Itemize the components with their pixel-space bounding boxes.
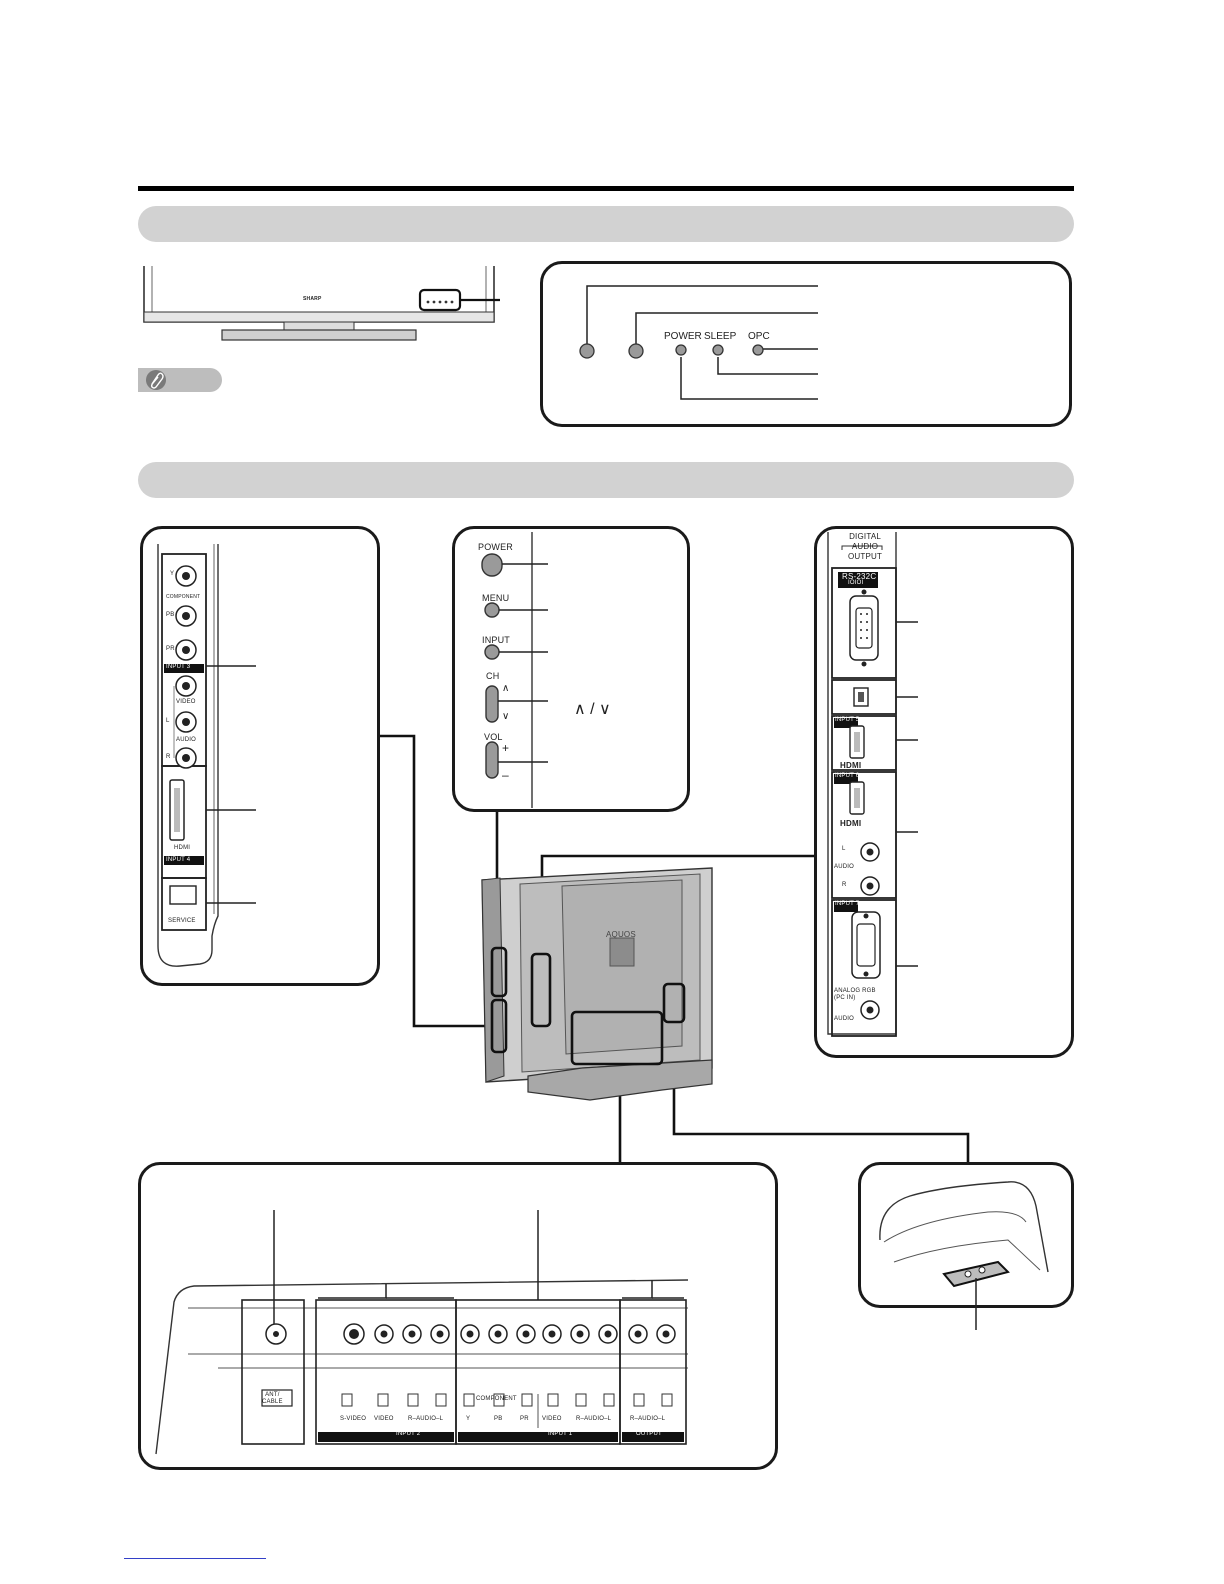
rear-pr-label: PR xyxy=(520,1416,529,1422)
right-l-label: L xyxy=(842,846,846,852)
rear-component-label: COMPONENT xyxy=(476,1396,517,1402)
control-buttons-illustration xyxy=(481,532,548,808)
rear-input1-label: INPUT 1 xyxy=(548,1431,573,1437)
rear-input2-label: INPUT 2 xyxy=(396,1431,421,1437)
side-input3-label: INPUT 3 xyxy=(166,664,191,670)
rs232c-label: RS-232C xyxy=(842,572,877,581)
side-terminals-illustration xyxy=(157,544,256,967)
right-audio-label: AUDIO xyxy=(834,864,855,870)
rear-output-audio-label: R–AUDIO–L xyxy=(630,1416,666,1422)
side-input4-label: INPUT 4 xyxy=(166,857,191,863)
ch-arrows-label: ∧ / ∨ xyxy=(574,701,611,718)
side-l-label: L xyxy=(166,718,170,724)
rear-brand-label: AQUOS xyxy=(606,930,636,939)
rear-video-label: VIDEO xyxy=(374,1416,394,1422)
rear-audio2-label: R–AUDIO–L xyxy=(408,1416,444,1422)
input5-label: INPUT 5 xyxy=(835,717,860,723)
audio-line: AUDIO xyxy=(851,542,879,551)
digital-line: DIGITAL xyxy=(849,532,882,541)
side-hdmi-label: HDMI xyxy=(174,845,191,851)
audio-bottom-label: AUDIO xyxy=(834,1016,855,1022)
front-brand-label: SHARP xyxy=(303,296,322,302)
cable-line: CABLE xyxy=(262,1399,283,1405)
section-band-front xyxy=(138,206,1074,242)
ant-line: ANT/ xyxy=(265,1392,280,1398)
rear-terminals-illustration xyxy=(155,1210,689,1455)
power-indicator-label: POWER xyxy=(664,331,702,342)
tv-front-illustration xyxy=(143,266,500,341)
side-y-label: Y xyxy=(170,571,175,577)
rear-audio1-label: R–AUDIO–L xyxy=(576,1416,612,1422)
side-service-label: SERVICE xyxy=(168,918,196,924)
ctrl-ch-label: CH xyxy=(486,671,500,681)
ctrl-vol-minus-icon: – xyxy=(502,768,509,782)
paperclip-icon xyxy=(146,370,166,390)
rear-y-label: Y xyxy=(466,1416,471,1422)
side-audio-label: AUDIO xyxy=(176,737,197,743)
pc-in-label: (PC IN) xyxy=(834,995,856,1001)
rear-terminals-panel xyxy=(138,1162,778,1470)
ctrl-input-label: INPUT xyxy=(482,635,510,645)
header-rule xyxy=(138,186,1074,191)
input6-label: INPUT 6 xyxy=(835,773,860,779)
opc-indicator-label: OPC xyxy=(748,331,770,342)
indicator-leader-lines xyxy=(579,285,818,400)
ac-input-leader xyxy=(975,1306,977,1330)
output-line: OUTPUT xyxy=(848,552,883,561)
rear-output-label: OUTPUT xyxy=(636,1431,662,1437)
ctrl-power-label: POWER xyxy=(478,542,514,552)
side-pb-label: PB xyxy=(166,612,175,618)
ctrl-menu-label: MENU xyxy=(482,593,510,603)
side-terminals-panel xyxy=(140,526,380,986)
analog-rgb-label: ANALOG RGB xyxy=(834,988,876,994)
rs232c-sub-label: IOIOI xyxy=(848,580,864,586)
ac-input-illustration xyxy=(879,1181,1049,1308)
right-r-label: R xyxy=(842,882,847,888)
footer-link-underline xyxy=(124,1558,266,1559)
right-terminals-illustration xyxy=(827,532,918,1037)
rear-video1-label: VIDEO xyxy=(542,1416,562,1422)
ant-cable-label: ANT/ CABLE xyxy=(262,1392,283,1406)
side-r-label: R xyxy=(166,754,171,760)
ctrl-ch-up-icon: ∧ xyxy=(502,683,510,694)
rear-svideo-label: S-VIDEO xyxy=(340,1416,367,1422)
section-band-rear xyxy=(138,462,1074,498)
side-video-label: VIDEO xyxy=(176,699,196,705)
digital-audio-output-label: DIGITAL AUDIO OUTPUT xyxy=(848,532,882,562)
ctrl-ch-down-icon: ∨ xyxy=(502,711,510,722)
ctrl-vol-label: VOL xyxy=(484,732,503,742)
rear-pb-label: PB xyxy=(494,1416,503,1422)
side-component-label: COMPONENT xyxy=(166,594,201,600)
side-pr-label: PR xyxy=(166,646,175,652)
sleep-indicator-label: SLEEP xyxy=(704,331,737,342)
ctrl-vol-plus-icon: + xyxy=(502,741,510,755)
hdmi-logo-6: HDMI xyxy=(840,819,862,828)
hdmi-logo-5: HDMI xyxy=(840,761,862,770)
input7-label: INPUT 7 xyxy=(835,901,860,907)
